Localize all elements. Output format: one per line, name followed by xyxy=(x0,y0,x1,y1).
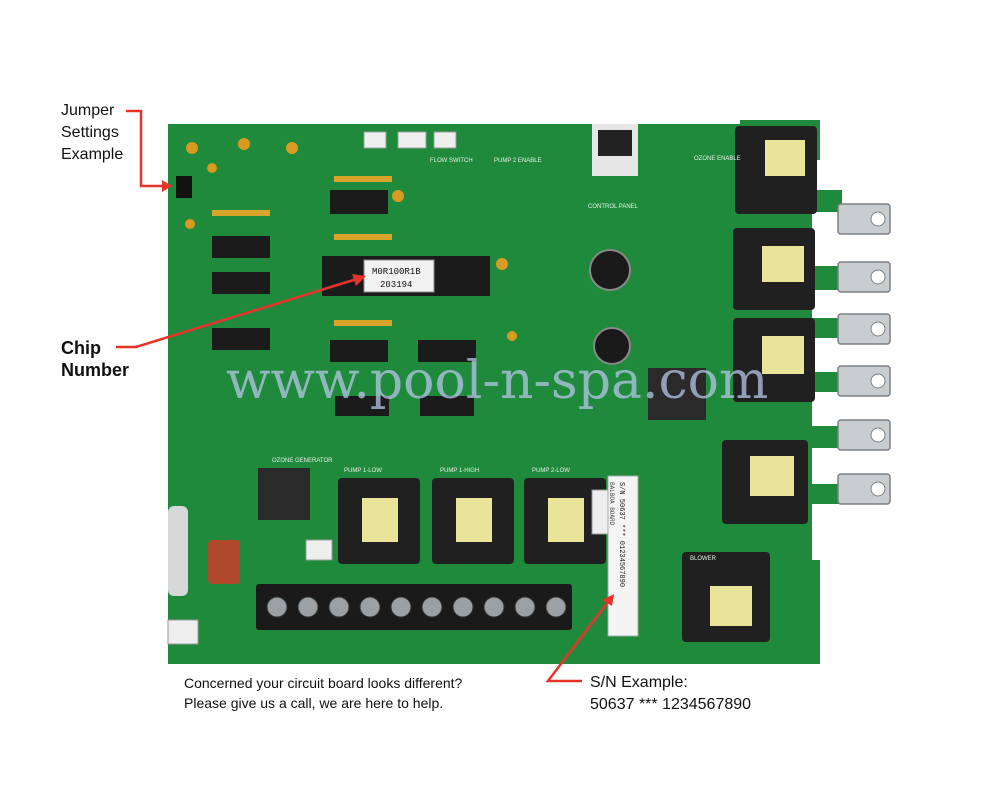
silk-ozone: OZONE GENERATOR xyxy=(272,458,333,464)
silk-blower: BLOWER xyxy=(690,556,717,562)
jumper-label-line1: Jumper xyxy=(61,102,115,119)
terminal-block xyxy=(256,584,572,630)
jumper-arrow xyxy=(126,109,170,188)
serial-number-sticker: S/N 50637 *** 01234567890 BALBOA BOARD xyxy=(607,475,639,637)
silk-control-panel: CONTROL PANEL xyxy=(588,204,639,210)
silk-flow: FLOW SWITCH xyxy=(430,158,473,164)
watermark: www.pool-n-spa.com xyxy=(226,351,768,411)
silk-pump2-low: PUMP 2-LOW xyxy=(532,468,570,474)
chip-arrow xyxy=(116,276,361,349)
silk-pump1-high: PUMP 1-HIGH xyxy=(440,468,479,474)
chip-label-line2: Number xyxy=(61,360,130,380)
rj-jack xyxy=(598,130,632,156)
chip-number-label: Chip Number xyxy=(61,337,129,381)
sn-arrow xyxy=(545,597,612,683)
arrowheads xyxy=(162,180,614,606)
chip-number-line2: 203194 xyxy=(380,280,412,290)
chip-label-line1: Chip xyxy=(61,338,101,358)
resistor-bars xyxy=(212,176,392,326)
serial-sticker-subtext: BALBOA BOARD xyxy=(608,482,615,526)
sn-example-label: S/N Example: 50637 *** 1234567890 xyxy=(590,672,751,716)
sn-label-line2: 50637 *** 1234567890 xyxy=(590,696,752,713)
jumper-label-line2: Settings xyxy=(61,124,119,141)
jumper-block xyxy=(176,176,192,198)
silk-pump2-enable: PUMP 2 ENABLE xyxy=(494,158,542,164)
jumper-settings-label: Jumper Settings Example xyxy=(61,100,123,166)
silk-ozone-enable: OZONE ENABLE xyxy=(694,156,741,162)
tantalum-caps xyxy=(185,138,517,341)
serial-sticker-text: S/N 50637 *** 01234567890 xyxy=(617,482,625,587)
chip-number-line1: M0R100R1B xyxy=(372,267,421,277)
help-note-line2: Please give us a call, we are here to he… xyxy=(184,695,444,711)
relays-right xyxy=(682,126,817,642)
silk-pump1-low: PUMP 1-LOW xyxy=(344,468,382,474)
help-note-line1: Concerned your circuit board looks diffe… xyxy=(184,675,463,691)
annotation-arrows xyxy=(116,109,612,683)
help-note: Concerned your circuit board looks diffe… xyxy=(184,673,462,713)
relays-bottom xyxy=(338,478,606,564)
capacitors xyxy=(168,249,631,596)
terminal-tab-holes xyxy=(870,211,886,497)
sn-label-line1: S/N Example: xyxy=(590,674,688,691)
chip-number-sticker: M0R100R1B 203194 xyxy=(363,259,435,293)
jumper-label-line3: Example xyxy=(61,146,124,163)
terminal-tabs xyxy=(837,203,891,505)
silkscreen: PUMP 1-LOW PUMP 1-HIGH PUMP 2-LOW OZONE … xyxy=(272,156,741,562)
